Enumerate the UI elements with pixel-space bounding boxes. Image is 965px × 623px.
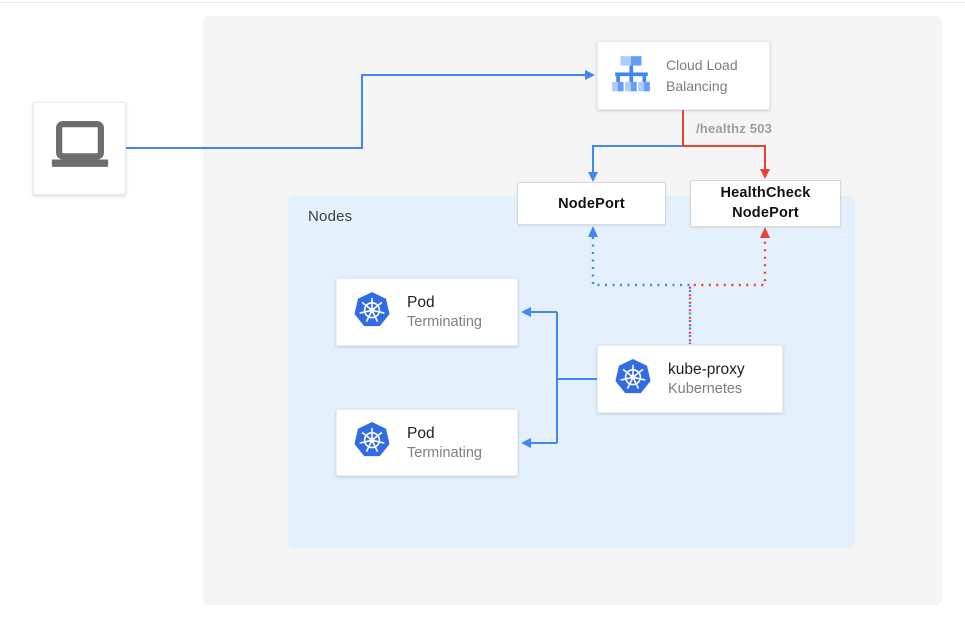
pod-title: Pod <box>407 424 435 442</box>
laptop-icon <box>49 121 111 176</box>
nodes-group-label: Nodes <box>308 208 353 225</box>
cloud-load-balancing-label: Cloud Load Balancing <box>666 57 738 94</box>
pod-status: Terminating <box>407 314 482 330</box>
pod-node: Pod Terminating <box>336 278 518 346</box>
nodeport-node: NodePort <box>517 182 666 225</box>
load-balancer-icon <box>611 55 653 97</box>
pod-title: Pod <box>407 294 435 311</box>
healthcheck-nodeport-node: HealthCheck NodePort <box>690 180 841 227</box>
kube-proxy-subtitle: Kubernetes <box>668 381 743 397</box>
healthz-status-label: /healthz 503 <box>696 121 773 136</box>
kubernetes-icon <box>614 358 652 401</box>
pod-node: Pod Terminating <box>336 409 518 476</box>
cloud-load-balancing-node: Cloud Load Balancing <box>597 41 770 110</box>
nodeport-label: NodePort <box>558 195 625 212</box>
kube-proxy-node: kube-proxy Kubernetes <box>597 345 783 413</box>
pod-status: Terminating <box>407 444 482 461</box>
top-divider <box>0 2 965 3</box>
healthcheck-nodeport-label: HealthCheck NodePort <box>720 184 811 221</box>
client-node <box>33 102 126 195</box>
kubernetes-icon <box>353 291 391 334</box>
kube-proxy-title: kube-proxy <box>668 361 745 378</box>
kubernetes-icon <box>353 421 391 464</box>
